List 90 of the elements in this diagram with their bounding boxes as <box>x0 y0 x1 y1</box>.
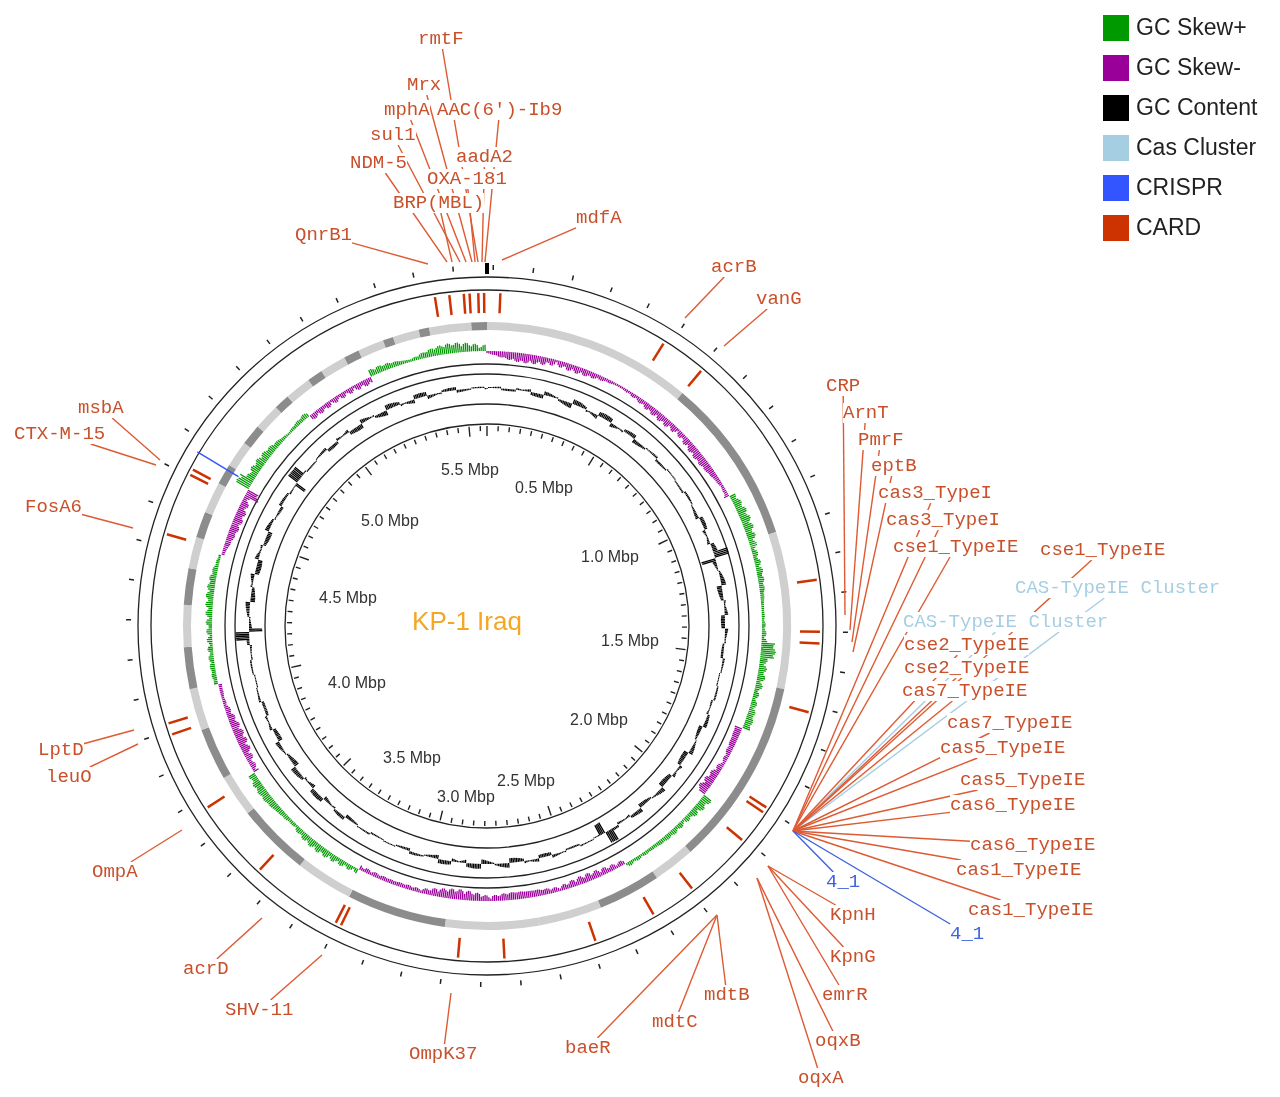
gene-label: QnrB1 <box>295 225 352 245</box>
leader-line <box>440 212 453 263</box>
leader-line <box>678 914 718 1013</box>
legend-label: CRISPR <box>1136 174 1223 201</box>
gene-label: cas3_TypeI <box>886 510 1001 530</box>
gene-label: cse1_TypeIE <box>893 537 1019 557</box>
leader-line <box>111 417 161 461</box>
leader-line <box>767 865 840 986</box>
gene-label: cse1_TypeIE <box>1040 540 1166 560</box>
scale-label: 0.5 Mbp <box>515 479 573 497</box>
leader-line <box>767 865 837 906</box>
gene-label: acrB <box>711 257 757 277</box>
gene-label: cas7_TypeIE <box>947 713 1073 733</box>
leader-line <box>89 743 139 768</box>
gene-label: vanG <box>756 289 802 309</box>
leader-line <box>849 422 866 631</box>
scale-label: 1.5 Mbp <box>601 632 659 650</box>
gene-label: LptD <box>38 740 84 760</box>
gene-label: cas6_TypeIE <box>950 795 1076 815</box>
scale-label: 4.5 Mbp <box>319 589 377 607</box>
gene-label: KpnH <box>830 905 876 925</box>
leader-line <box>596 914 718 1039</box>
leader-line <box>852 475 893 653</box>
leader-line <box>842 395 846 616</box>
leader-line <box>792 700 954 832</box>
gene-label: cas1_TypeIE <box>968 900 1094 920</box>
gene-label: OmpK37 <box>409 1044 478 1064</box>
genome-title: KP-1 Iraq <box>412 605 522 637</box>
leader-line <box>684 276 725 319</box>
legend-label: CARD <box>1136 214 1202 241</box>
gene-label: CAS-TypeIE Cluster <box>1015 578 1221 598</box>
leader-line <box>216 917 263 960</box>
leader-line <box>792 830 1002 901</box>
gene-label: BRP(MBL) <box>393 193 485 213</box>
leader-line <box>90 443 157 466</box>
scale-label: 4.0 Mbp <box>328 674 386 692</box>
scale-label: 3.0 Mbp <box>437 788 495 806</box>
leader-line <box>130 829 183 863</box>
leader-line <box>443 992 452 1045</box>
scale-label: 2.0 Mbp <box>570 711 628 729</box>
gene-label: cas3_TypeI <box>878 483 993 503</box>
gene-label: ArnT <box>843 403 889 423</box>
gene-label: FosA6 <box>25 497 82 517</box>
gene-label: msbA <box>78 398 124 418</box>
gene-label: aadA2 <box>456 147 513 167</box>
legend-label: GC Content <box>1136 94 1258 121</box>
leader-line <box>756 877 834 1032</box>
leader-line <box>716 914 727 986</box>
leader-line <box>723 308 768 347</box>
scale-label: 5.0 Mbp <box>361 512 419 530</box>
gene-label: CTX-M-15 <box>14 424 106 444</box>
leader-line <box>82 729 135 745</box>
gene-label: oqxA <box>798 1068 844 1088</box>
leader-line <box>269 954 323 1001</box>
leader-line <box>767 865 845 948</box>
gene-label: cas1_TypeIE <box>956 860 1082 880</box>
leader-line <box>501 227 577 261</box>
gene-label: CAS-TypeIE Cluster <box>903 612 1109 632</box>
scale-label: 3.5 Mbp <box>383 749 441 767</box>
gene-label: cse2_TypeIE <box>904 635 1030 655</box>
gene-label: cas5_TypeIE <box>940 738 1066 758</box>
gene-label: AAC(6')-Ib9 <box>437 100 563 120</box>
gene-label: Mrx <box>407 75 442 95</box>
gene-label: cas6_TypeIE <box>970 835 1096 855</box>
leader-line <box>351 242 429 265</box>
scale-label: 5.5 Mbp <box>441 461 499 479</box>
gene-label: OmpA <box>92 862 138 882</box>
gene-label: PmrF <box>858 430 904 450</box>
legend-label: GC Skew- <box>1136 54 1241 81</box>
scale-label: 1.0 Mbp <box>581 548 639 566</box>
leader-line <box>792 830 951 925</box>
scale-label: 2.5 Mbp <box>497 772 555 790</box>
leader-line <box>81 513 134 529</box>
gene-label: eptB <box>871 456 917 476</box>
gene-label: 4_1 <box>826 872 861 892</box>
leader-line <box>851 449 881 643</box>
gene-label: cas7_TypeIE <box>902 681 1028 701</box>
legend-label: Cas Cluster <box>1136 134 1257 161</box>
gene-label: oqxB <box>815 1031 861 1051</box>
gene-label: NDM-5 <box>350 153 407 173</box>
gene-label: mphA <box>384 100 430 120</box>
leader-line <box>792 830 834 873</box>
gene-label: 4_1 <box>950 924 985 944</box>
gene-label: sul1 <box>370 125 416 145</box>
gene-label: cas5_TypeIE <box>960 770 1086 790</box>
gene-label: KpnG <box>830 947 876 967</box>
legend-label: GC Skew+ <box>1136 14 1247 41</box>
gene-label: OXA-181 <box>427 169 507 189</box>
leader-line <box>756 877 819 1069</box>
gene-label: cse2_TypeIE <box>904 658 1030 678</box>
